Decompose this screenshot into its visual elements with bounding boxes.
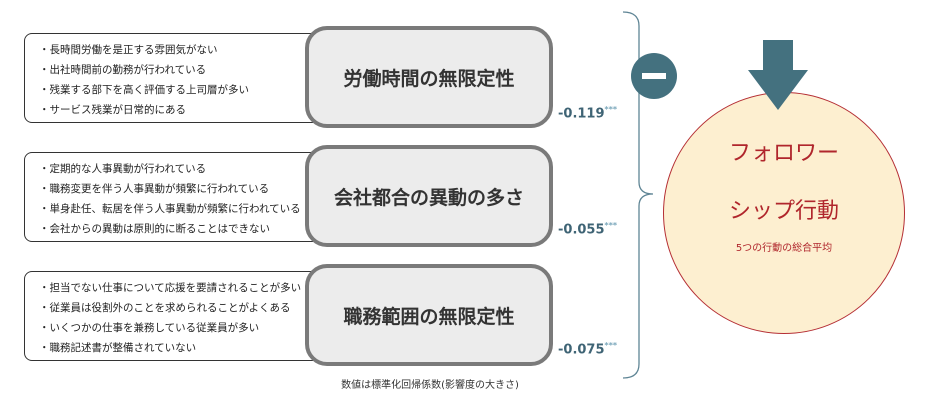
significance: *** [604,341,618,350]
factor-2-title: 会社都合の異動の多さ [305,145,553,247]
footnote: 数値は標準化回帰係数(影響度の大きさ) [341,380,519,391]
outcome-title-1: フォロワー [728,141,839,166]
significance: *** [604,105,618,114]
coef-value: -0.055 [558,222,605,238]
item: ・単身赴任、転居を伴う人事異動が頻繁に行われている [39,203,301,215]
outcome-circle: フォロワー シップ行動 5つの行動の総合平均 [663,92,905,334]
item: ・いくつかの仕事を兼務している従業員が多い [39,322,260,334]
brace-icon [622,11,654,379]
item: ・サービス残業が日常的にある [39,104,186,116]
significance: *** [604,221,618,230]
factor-1-items: ・長時間労働を是正する雰囲気がない ・出社時間前の勤務が行われている ・残業する… [24,33,324,123]
arrow-down-icon [748,40,808,110]
factor-3-coef: -0.075*** [558,341,617,357]
coef-value: -0.075 [558,342,605,358]
item: ・長時間労働を是正する雰囲気がない [39,44,218,56]
minus-icon [631,53,677,99]
factor-1-title: 労働時間の無限定性 [305,26,553,128]
item: ・出社時間前の勤務が行われている [39,64,207,76]
item: ・定期的な人事異動が行われている [39,163,207,175]
item: ・従業員は役割外のことを求められることがよくある [39,302,291,314]
item: ・職務記述書が整備されていない [39,342,197,354]
factor-2-items: ・定期的な人事異動が行われている ・職務変更を伴う人事異動が頻繁に行われている … [24,152,324,242]
factor-3-items: ・担当でない仕事について応援を要請されることが多い ・従業員は役割外のことを求め… [24,271,324,361]
factor-3-title: 職務範囲の無限定性 [305,264,553,366]
outcome-note: 5つの行動の総合平均 [735,243,833,254]
coef-value: -0.119 [558,106,605,122]
item: ・職務変更を伴う人事異動が頻繁に行われている [39,183,270,195]
item: ・会社からの異動は原則的に断ることはできない [39,223,270,235]
factor-2-coef: -0.055*** [558,221,617,237]
outcome-title-2: シップ行動 [728,199,839,224]
item: ・残業する部下を高く評価する上司層が多い [39,84,249,96]
factor-1-coef: -0.119*** [558,105,617,121]
item: ・担当でない仕事について応援を要請されることが多い [39,282,302,294]
